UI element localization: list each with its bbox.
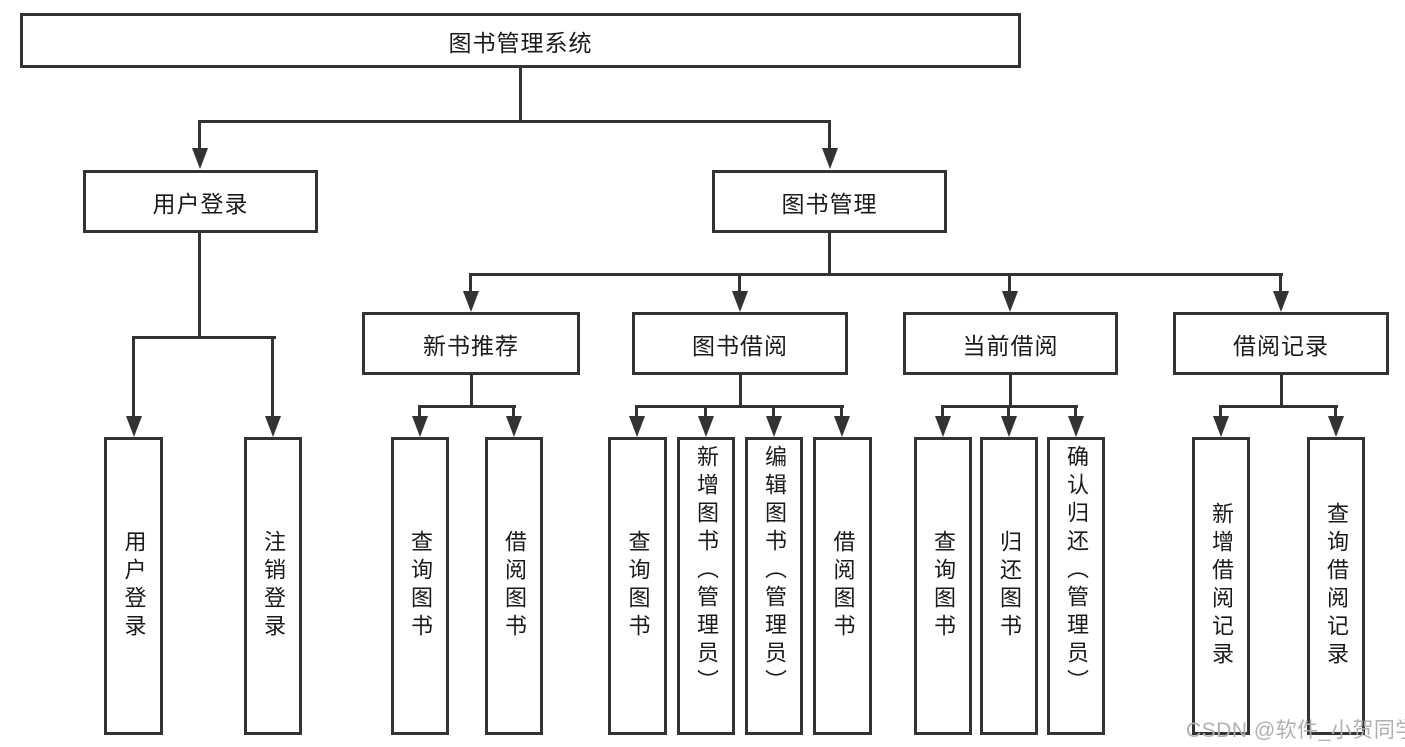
node-root-system: 图书管理系统 [20,13,1021,68]
leaf-query-books-current-label: 查询图书 [931,530,956,642]
leaf-query-books-current: 查询图书 [914,437,972,735]
connector-line [942,405,1078,408]
leaf-query-books-recommend: 查询图书 [391,437,449,735]
connector-line [512,405,515,419]
leaf-logout: 注销登录 [244,437,302,735]
leaf-query-books-recommend-label: 查询图书 [408,530,433,642]
arrowhead-down-icon [463,291,479,312]
connector-line [419,405,516,408]
arrowhead-down-icon [1002,291,1018,312]
leaf-return-books: 归还图书 [980,437,1038,735]
leaf-edit-books-admin: 编辑图书（管理员） [745,437,803,735]
node-borrow-records-label: 借阅记录 [1233,332,1329,359]
leaf-confirm-return-admin-label: 确认归还（管理员） [1064,445,1089,697]
leaf-borrow-books-label: 借阅图书 [830,530,856,642]
arrowhead-down-icon [732,291,748,312]
leaf-borrow-books-recommend-label: 借阅图书 [502,530,527,642]
connector-line [470,375,473,408]
connector-line [470,273,1283,276]
arrowhead-down-icon [192,148,208,169]
node-book-borrow: 图书借阅 [632,312,848,375]
node-borrow-records: 借阅记录 [1173,312,1389,375]
arrowhead-down-icon [265,416,281,437]
leaf-edit-books-admin-label: 编辑图书（管理员） [762,445,787,697]
arrowhead-down-icon [1068,416,1084,437]
connector-line [469,273,472,296]
connector-line [198,120,831,123]
connector-line [738,273,741,296]
connector-line [1334,405,1337,419]
connector-line [772,405,775,419]
connector-line [1279,273,1282,296]
arrowhead-down-icon [698,416,714,437]
node-new-book-recommend: 新书推荐 [362,312,580,375]
leaf-user-login: 用户登录 [104,437,163,735]
arrowhead-down-icon [766,416,782,437]
leaf-query-borrow-record: 查询借阅记录 [1307,437,1365,735]
node-book-borrow-label: 图书借阅 [692,332,788,359]
connector-line [1220,405,1338,408]
leaf-query-borrow-record-label: 查询借阅记录 [1324,502,1349,670]
node-book-management-label: 图书管理 [781,190,878,217]
connector-line [1007,405,1010,419]
leaf-add-books-admin-label: 新增图书（管理员） [694,445,719,697]
arrowhead-down-icon [822,148,838,169]
leaf-add-books-admin: 新增图书（管理员） [677,437,735,735]
leaf-add-borrow-record: 新增借阅记录 [1192,437,1250,735]
arrowhead-down-icon [1328,416,1344,437]
connector-line [1074,405,1077,419]
node-current-borrow: 当前借阅 [903,312,1118,375]
node-user-login-label: 用户登录 [152,190,249,217]
leaf-confirm-return-admin: 确认归还（管理员） [1047,437,1105,735]
connector-line [704,405,707,419]
connector-line [1219,405,1222,419]
leaf-query-books-borrow-label: 查询图书 [625,530,651,642]
connector-line [132,336,135,420]
arrowhead-down-icon [126,416,142,437]
connector-line [418,405,421,419]
connector-line [635,405,638,419]
leaf-logout-label: 注销登录 [261,530,286,642]
watermark-text: CSDN @软件_小贺同学 [1186,719,1405,742]
node-user-login: 用户登录 [83,170,318,233]
node-new-book-recommend-label: 新书推荐 [423,332,519,359]
arrowhead-down-icon [935,416,951,437]
arrowhead-down-icon [834,416,850,437]
connector-line [840,405,843,419]
connector-line [198,120,201,152]
leaf-borrow-books: 借阅图书 [813,437,872,735]
arrowhead-down-icon [629,416,645,437]
connector-line [1280,375,1283,408]
arrowhead-down-icon [1273,291,1289,312]
connector-line [828,233,831,276]
leaf-user-login-label: 用户登录 [121,530,147,642]
arrowhead-down-icon [1001,416,1017,437]
connector-line [271,336,274,420]
connector-line [739,375,742,408]
arrowhead-down-icon [506,416,522,437]
connector-line [198,233,201,339]
leaf-borrow-books-recommend: 借阅图书 [485,437,543,735]
leaf-return-books-label: 归还图书 [997,530,1022,642]
connector-line [519,68,522,120]
connector-line [1009,375,1012,408]
leaf-add-borrow-record-label: 新增借阅记录 [1209,502,1234,670]
node-book-management: 图书管理 [712,170,947,233]
node-current-borrow-label: 当前借阅 [962,332,1059,359]
connector-line [1008,273,1011,296]
arrowhead-down-icon [1213,416,1229,437]
connector-line [132,336,276,339]
connector-line [636,405,844,408]
connector-line [828,120,831,152]
leaf-query-books-borrow: 查询图书 [608,437,667,735]
connector-line [941,405,944,419]
node-root-label: 图书管理系统 [448,29,593,56]
arrowhead-down-icon [412,416,428,437]
